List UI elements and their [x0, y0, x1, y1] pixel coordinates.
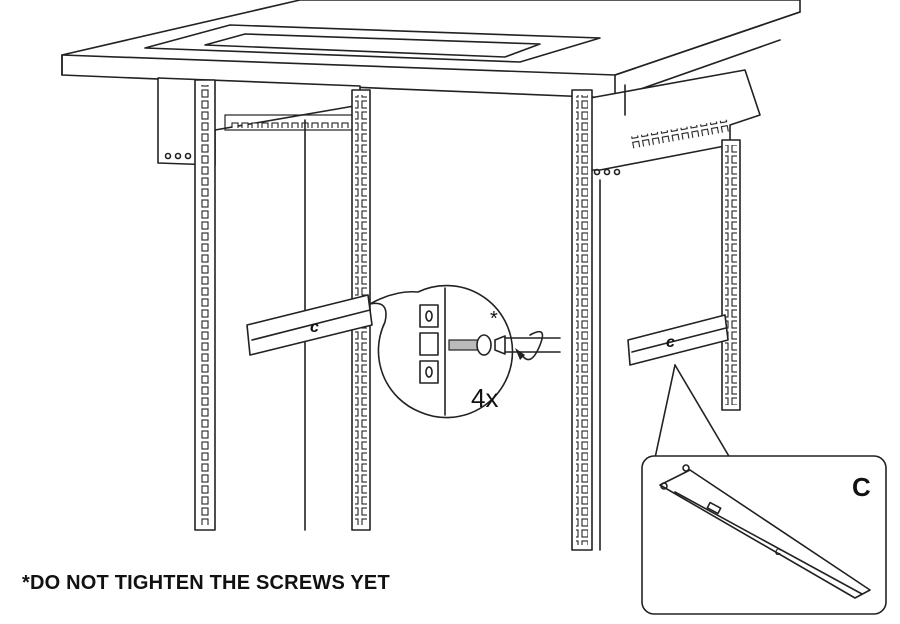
rotate-arrow-icon: [519, 330, 544, 361]
part-label: C: [852, 472, 871, 502]
right-bracket-c: c: [627, 314, 729, 366]
warning-note: *DO NOT TIGHTEN THE SCREWS YET: [22, 572, 390, 594]
part-c-inset: c C: [641, 364, 887, 615]
asterisk-mark: *: [490, 308, 498, 330]
top-frame: [61, 0, 801, 99]
screw-icon: [448, 339, 480, 351]
bracket-label-inset: c: [775, 544, 781, 558]
bracket-label-left: c: [310, 319, 319, 336]
screw-detail-callout: * 4x: [369, 284, 561, 419]
right-side-panel: [589, 69, 761, 176]
bracket-label-right: c: [666, 334, 675, 351]
left-side-panel: [157, 77, 361, 166]
screw-count: 4x: [471, 383, 498, 413]
left-bracket-c: c: [246, 294, 373, 356]
